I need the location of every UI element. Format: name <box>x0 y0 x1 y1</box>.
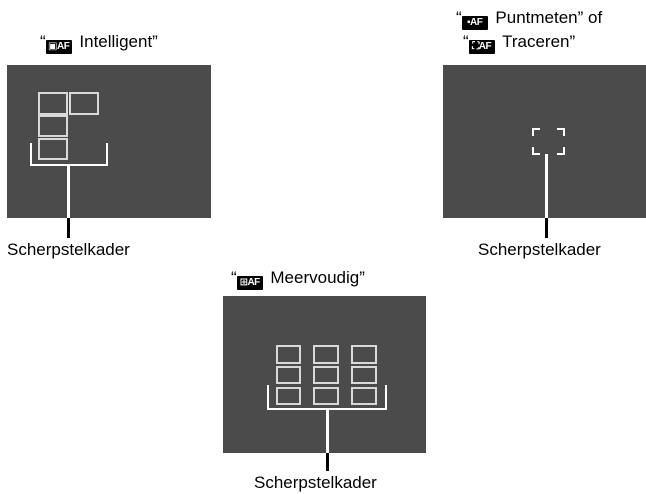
tracking-af-icon: ⛶AF <box>468 40 495 54</box>
multi-screen <box>223 296 426 453</box>
intelligent-caption: Scherpstelkader <box>7 240 130 259</box>
focus-frame <box>313 366 339 384</box>
focus-frame <box>313 345 339 364</box>
focus-frame <box>276 366 301 384</box>
focus-corner <box>532 147 540 155</box>
focus-frame <box>351 387 377 405</box>
multi-af-icon: ⊞AF <box>236 276 263 290</box>
focus-frame <box>276 387 301 405</box>
intelligent-title: “▣AF Intelligent” <box>40 32 158 54</box>
focus-frame <box>69 92 99 115</box>
focus-frame <box>313 387 339 405</box>
focus-corner <box>532 128 540 136</box>
spot-title-line1: “▪AF Puntmeten” of <box>456 8 603 30</box>
pointer-line <box>545 154 548 218</box>
focus-corner <box>557 128 565 136</box>
spot-title-line2: “⛶AF Traceren” <box>463 32 576 54</box>
focus-frame <box>38 92 68 115</box>
focus-frame <box>38 138 68 160</box>
pointer-line <box>545 218 548 238</box>
intelligent-af-icon: ▣AF <box>45 40 72 54</box>
spot-caption: Scherpstelkader <box>478 240 601 259</box>
focus-frame <box>38 115 68 137</box>
multi-caption: Scherpstelkader <box>254 473 377 492</box>
multi-title: “⊞AF Meervoudig” <box>231 268 365 290</box>
pointer-line <box>67 218 70 238</box>
focus-frame-bracket <box>267 385 387 410</box>
focus-corner <box>557 147 565 155</box>
focus-frame <box>276 345 301 364</box>
focus-frame-bracket <box>30 143 108 166</box>
spot-af-icon: ▪AF <box>461 16 488 30</box>
spot-screen <box>443 65 646 218</box>
pointer-line <box>326 453 329 471</box>
focus-frame <box>351 366 377 384</box>
pointer-line <box>326 410 329 453</box>
focus-frame <box>351 345 377 364</box>
intelligent-screen <box>7 65 211 218</box>
pointer-line <box>67 166 70 218</box>
